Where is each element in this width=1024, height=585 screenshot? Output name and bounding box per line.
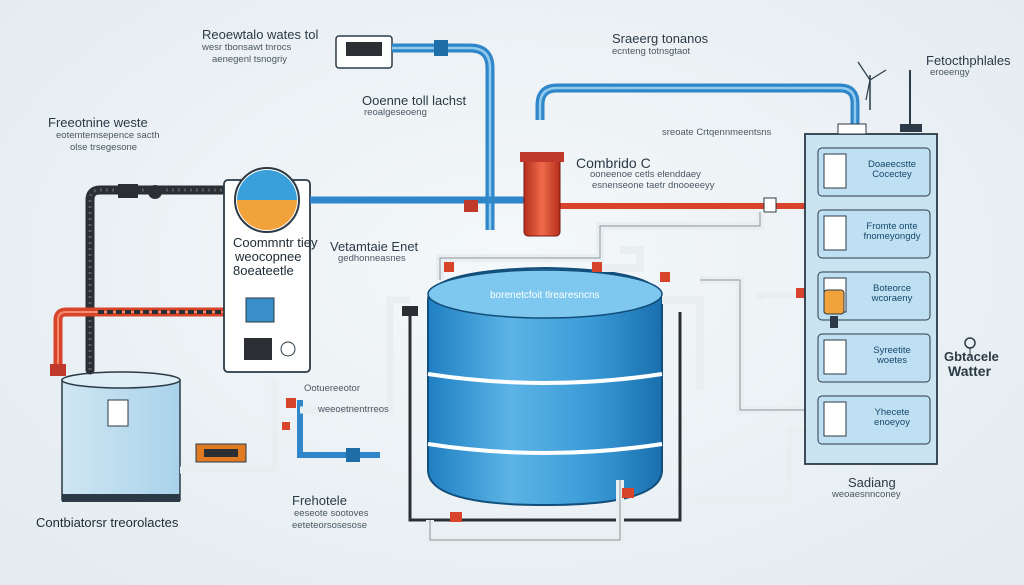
pressure-gauge bbox=[964, 337, 976, 356]
red-return-pipe bbox=[50, 307, 230, 376]
bottom-mid-subtitle-1: eeseote sootoves bbox=[294, 508, 369, 519]
tank-label: borenetcfoit tlrearesncns bbox=[490, 290, 600, 301]
combo-subtitle-2: esnenseone taetr dnooeeeyy bbox=[592, 180, 715, 191]
bottom-mid-title: Frehotele bbox=[292, 493, 347, 508]
panel-line-2: Cocectey bbox=[872, 169, 912, 181]
bottom-mid-subtitle-2: eeteteorsosesose bbox=[292, 520, 367, 531]
panel-line-1: Fromte onte bbox=[866, 221, 918, 232]
bottom-right-title: Sadiang bbox=[848, 475, 896, 490]
orange-fitting bbox=[195, 443, 247, 463]
heater-label-3: 8oeateetle bbox=[233, 263, 294, 278]
cabinet-panel bbox=[817, 209, 931, 259]
main-tank bbox=[402, 266, 682, 522]
vent-subtitle: gedhonneasnes bbox=[338, 253, 406, 264]
heater-label-2: weocopnee bbox=[235, 249, 302, 264]
orange-gauge bbox=[823, 289, 845, 328]
panel-line-2: fnomeyongdy bbox=[863, 231, 921, 243]
cabinet-panel bbox=[817, 333, 931, 383]
top-left-subtitle-1: wesr tbonsawt tnrocs bbox=[202, 42, 292, 53]
top-right-title: Fetocthphlales bbox=[926, 53, 1011, 68]
pump-title: Ooenne toll lachst bbox=[362, 93, 467, 108]
dark-hose bbox=[85, 184, 235, 375]
combo-subtitle-1: ooneenoe cetls elenddaey bbox=[590, 169, 701, 180]
white-pipes bbox=[180, 212, 808, 544]
side-subtitle: Watter bbox=[948, 363, 992, 379]
top-right-subtitle: eroeengy bbox=[930, 67, 970, 78]
bottom-right-subtitle: weoaesnnconey bbox=[832, 489, 901, 500]
panel-line-1: Syreetite bbox=[873, 345, 911, 356]
red-valves bbox=[282, 262, 806, 522]
panel-meter-icon bbox=[823, 339, 847, 375]
panel-line-2: woetes bbox=[876, 355, 908, 367]
valve-label: Ootuereeotor bbox=[304, 383, 360, 394]
heater-label-1: Coommntr tiey bbox=[233, 235, 318, 250]
storage-cylinder bbox=[61, 371, 181, 502]
heater-unit bbox=[223, 167, 311, 373]
left-subtitle-2: olse trsegesone bbox=[70, 142, 138, 153]
top-left-title: Reoewtalo wates tol bbox=[202, 27, 319, 42]
combo-title: Combrido C bbox=[576, 155, 651, 171]
bottom-left-title: Contbiatorsr treorolactes bbox=[36, 515, 179, 530]
heat-exchanger bbox=[464, 152, 805, 237]
cabinet-panel bbox=[817, 147, 931, 197]
panel-meter-icon bbox=[823, 215, 847, 251]
left-subtitle-1: eotemtemsepence sacth bbox=[56, 130, 160, 141]
panel-line-1: Yhecete bbox=[874, 407, 910, 418]
mid-note: sreoate Crtqennmeentsns bbox=[662, 127, 772, 138]
top-center-title: Sraeerg tonanos bbox=[612, 31, 709, 46]
panel-line-1: Doaeecstte bbox=[867, 159, 917, 170]
panel-line-1: Boteorce bbox=[872, 283, 912, 294]
top-center-subtitle: ecnteng totnsgtaot bbox=[612, 46, 691, 57]
pipe-label: weeoetnentrreos bbox=[318, 404, 389, 415]
panel-line-2: enoeyoy bbox=[874, 417, 910, 429]
cabinet-panels bbox=[817, 147, 931, 445]
vent-title: Vetamtaie Enet bbox=[330, 239, 419, 254]
control-box bbox=[335, 35, 393, 69]
left-title: Freeotnine weste bbox=[48, 115, 148, 130]
pump-subtitle: reoalgeseoeng bbox=[364, 107, 427, 118]
cabinet-panel bbox=[817, 395, 931, 445]
blue-supply-pipe bbox=[297, 40, 860, 462]
panel-meter-icon bbox=[823, 153, 847, 189]
panel-line-2: wcoraeny bbox=[871, 293, 913, 305]
panel-meter-icon bbox=[823, 401, 847, 437]
top-left-subtitle-2: aenegenl tsnogriy bbox=[212, 54, 287, 65]
side-title: Gbtacele bbox=[944, 349, 999, 364]
